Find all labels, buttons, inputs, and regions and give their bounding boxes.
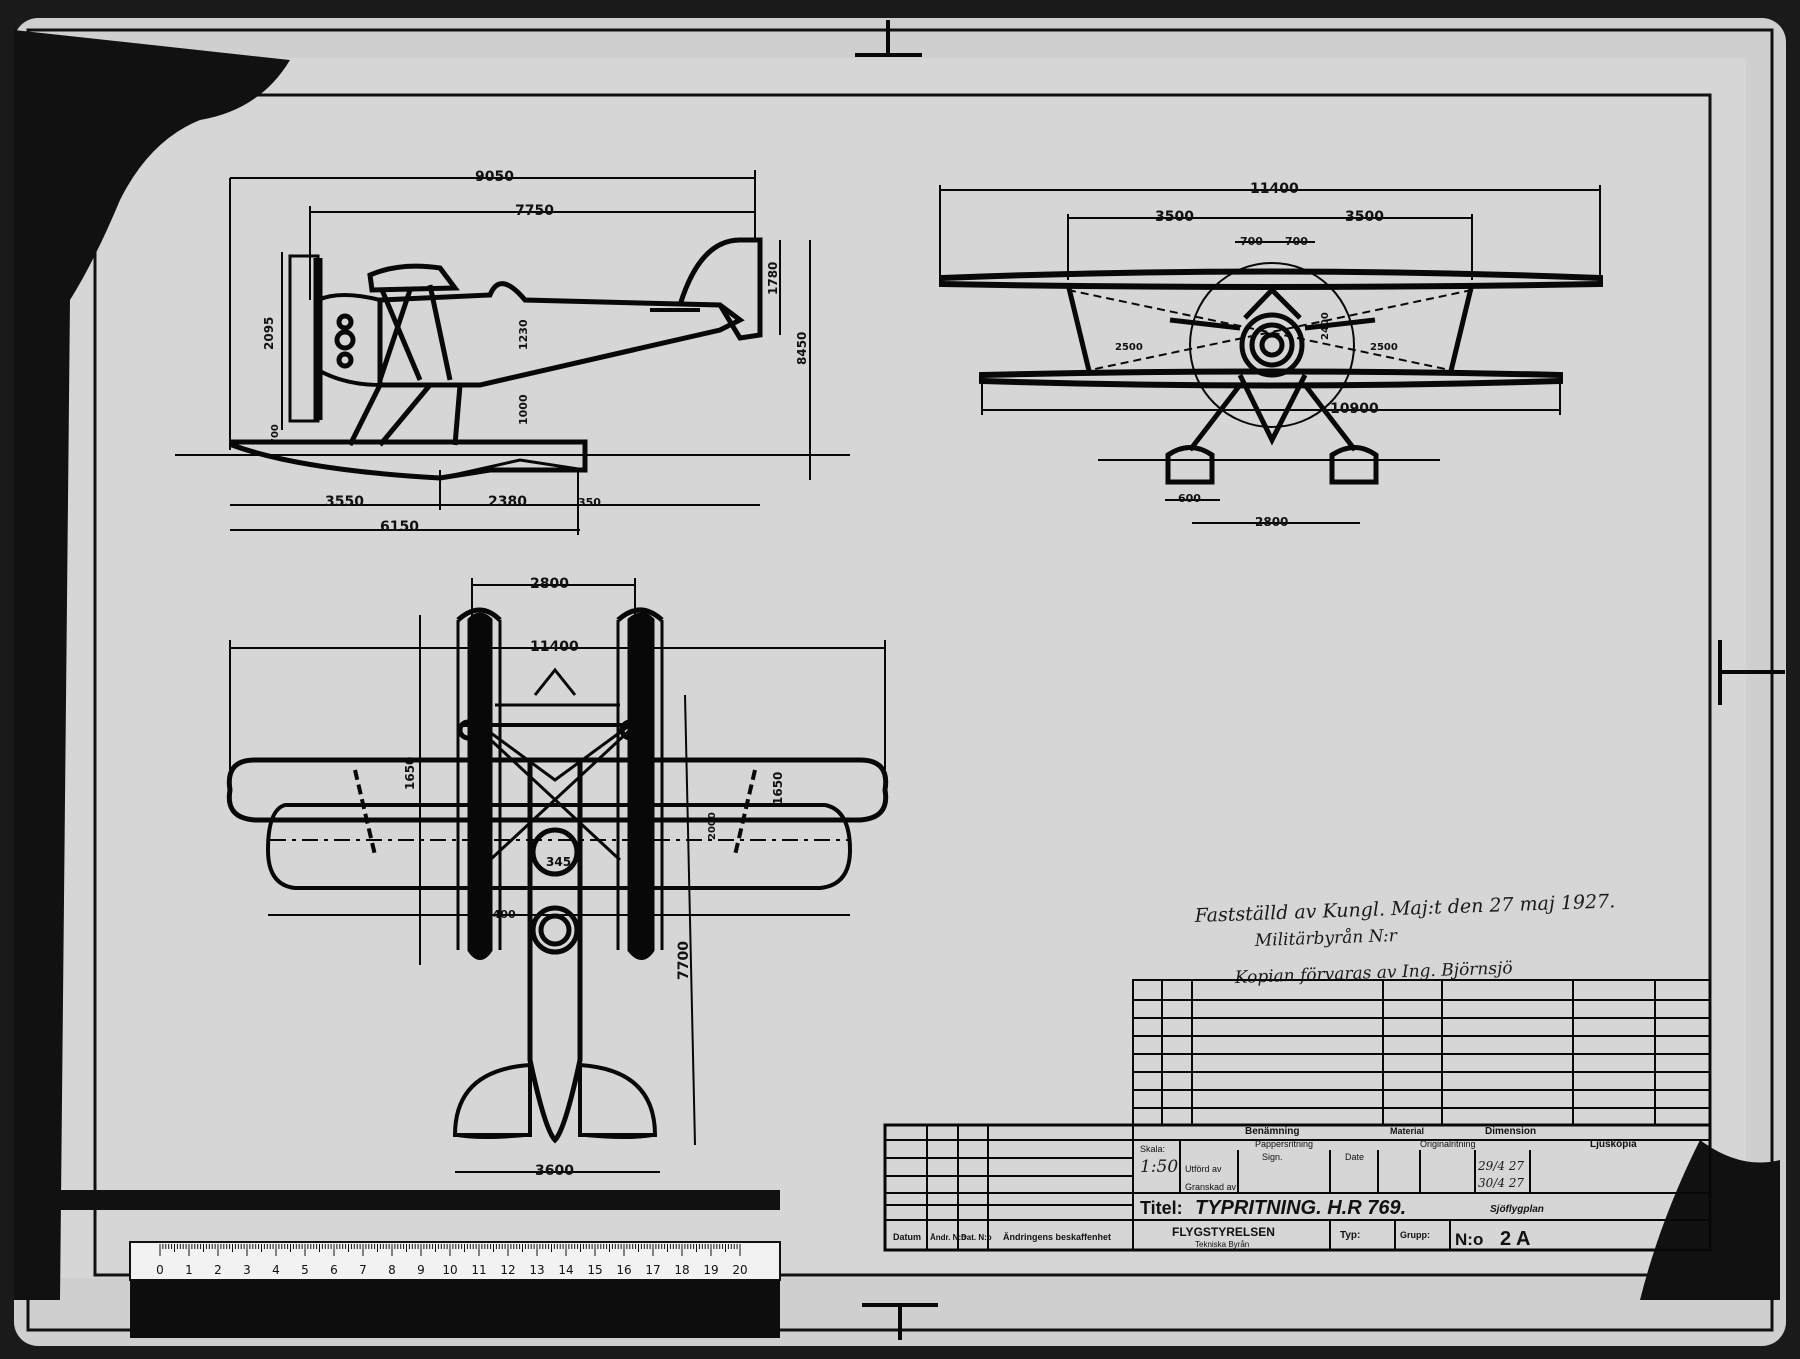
dim-front-span-upper: 11400 (1250, 181, 1299, 197)
ruler-tick-label: 13 (529, 1263, 544, 1277)
center-marks (855, 20, 1785, 1340)
dim-top-float-track: 2800 (530, 576, 569, 592)
ruler-tick-label: 14 (558, 1263, 573, 1277)
dim-2095: 2095 (262, 317, 276, 350)
tb-label-titel: Titel: (1140, 1198, 1183, 1218)
ruler-tick-label: 11 (471, 1263, 486, 1277)
dim-350: 350 (578, 496, 601, 509)
tb-label-typ: Typ: (1340, 1230, 1360, 1241)
side-aircraft (229, 237, 763, 481)
tb-label-papper: Pappersritning (1255, 1139, 1313, 1149)
dim-front-center-right: 700 (1285, 235, 1308, 248)
ruler-tick-label: 12 (500, 1263, 515, 1277)
dim-front-side-left: 2500 (1115, 342, 1143, 353)
dim-front-half-right: 3500 (1345, 209, 1384, 225)
dim-2380: 2380 (488, 494, 527, 510)
tb-scale: 1:50 (1140, 1157, 1178, 1177)
ruler-tick-label: 4 (272, 1263, 280, 1277)
tb-date-1: 29/4 27 (1477, 1159, 1524, 1173)
tb-label-ljuskopia: Ljuskopia (1590, 1139, 1637, 1150)
dim-front-center-left: 700 (1240, 235, 1263, 248)
ruler-tick-label: 5 (301, 1263, 309, 1277)
ruler-tick-label: 9 (417, 1263, 425, 1277)
paper (56, 58, 1746, 1278)
front-aircraft (939, 262, 1603, 485)
tb-label-andr: Ändr. N:o (930, 1233, 966, 1242)
tb-org-sub: Tekniska Byrån (1195, 1240, 1249, 1249)
top-aircraft (226, 607, 889, 1144)
tb-label-sign: Sign. (1262, 1152, 1283, 1162)
ruler-tick-label: 2 (214, 1263, 222, 1277)
dim-700: 700 (270, 424, 281, 445)
dim-8450: 8450 (795, 332, 809, 365)
ruler-tick-label: 8 (388, 1263, 396, 1277)
top-hub-label: 345 (546, 855, 571, 869)
dim-front-float-track: 2800 (1255, 515, 1288, 529)
dim-1780: 1780 (766, 262, 780, 295)
ruler-tick-label: 18 (674, 1263, 689, 1277)
tb-col-benamning: Benämning (1245, 1126, 1299, 1137)
title-block: Benämning Material Dimension Skala: 1:50… (883, 979, 1712, 1252)
ruler-tick-label: 16 (616, 1263, 631, 1277)
ruler-tick-label: 0 (156, 1263, 164, 1277)
front-view: 11400 3500 3500 700 700 2500 2500 10900 … (939, 181, 1603, 529)
tb-label-no: N:o (1455, 1230, 1483, 1249)
dim-top-length: 7700 (676, 941, 692, 980)
ruler-tick-label: 7 (359, 1263, 367, 1277)
ruler-dark-band (130, 1280, 780, 1338)
tb-subtitle: Sjöflygplan (1490, 1204, 1544, 1215)
ruler-tick-label: 15 (587, 1263, 602, 1277)
dim-1230: 1230 (517, 319, 530, 350)
dim-top-chord-left: 1650 (403, 757, 417, 790)
left-dark-stain (14, 30, 290, 1300)
tb-label-skala: Skala: (1140, 1144, 1165, 1154)
bottom-band (40, 1190, 780, 1210)
dim-3550: 3550 (325, 494, 364, 510)
dim-front-span-lower: 10900 (1330, 401, 1379, 417)
tb-label-dat: Dat. N:o (961, 1233, 992, 1242)
dim-7750: 7750 (515, 203, 554, 219)
dim-9050: 9050 (475, 169, 514, 185)
tb-label-ritad: Utförd av (1185, 1164, 1222, 1174)
tb-col-material: Material (1390, 1126, 1424, 1136)
title-block-grid (883, 979, 1712, 1252)
tb-label-datum: Date (1345, 1152, 1364, 1162)
ruler-tick-label: 17 (645, 1263, 660, 1277)
dim-top-wing-panel: 2000 (707, 812, 718, 840)
tb-label-original: Originalritning (1420, 1139, 1476, 1149)
tb-label-grupp: Grupp: (1400, 1230, 1430, 1240)
tb-date-2: 30/4 27 (1478, 1176, 1524, 1190)
ruler-tick-label: 10 (442, 1263, 457, 1277)
ruler-tick-label: 1 (185, 1263, 193, 1277)
ruler-tick-label: 19 (703, 1263, 718, 1277)
dim-front-side-right: 2500 (1370, 342, 1398, 353)
dim-front-half-left: 3500 (1155, 209, 1194, 225)
inner-frame (93, 93, 1712, 1277)
ruler-tick-label: 6 (330, 1263, 338, 1277)
dim-top-tail-span: 3600 (535, 1163, 574, 1179)
tb-label-andringar: Ändringens beskaffenhet (1003, 1232, 1111, 1242)
tb-label-datum2: Datum (893, 1232, 921, 1242)
side-view: 9050 7750 2095 1780 8450 1230 1000 3550 … (175, 169, 850, 535)
dim-top-span: 11400 (530, 639, 579, 655)
tb-label-granskad: Granskad av (1185, 1182, 1237, 1192)
dim-front-float-width: 600 (1178, 492, 1201, 505)
dim-top-chord-right: 1650 (771, 772, 785, 805)
dim-1000: 1000 (517, 394, 530, 425)
dim-6150: 6150 (380, 519, 419, 535)
tb-drawing-no: 2 A (1500, 1228, 1530, 1250)
top-view: 2800 11400 1650 1650 7700 3600 1400 2000… (226, 576, 889, 1179)
tb-org: FLYGSTYRELSEN (1172, 1225, 1275, 1239)
side-dimension-lines (175, 170, 850, 535)
ruler-tick-label: 3 (243, 1263, 251, 1277)
tb-col-dimension: Dimension (1485, 1126, 1536, 1137)
ruler-tick-label: 20 (732, 1263, 747, 1277)
tb-title: TYPRITNING. H.R 769. (1195, 1197, 1406, 1219)
